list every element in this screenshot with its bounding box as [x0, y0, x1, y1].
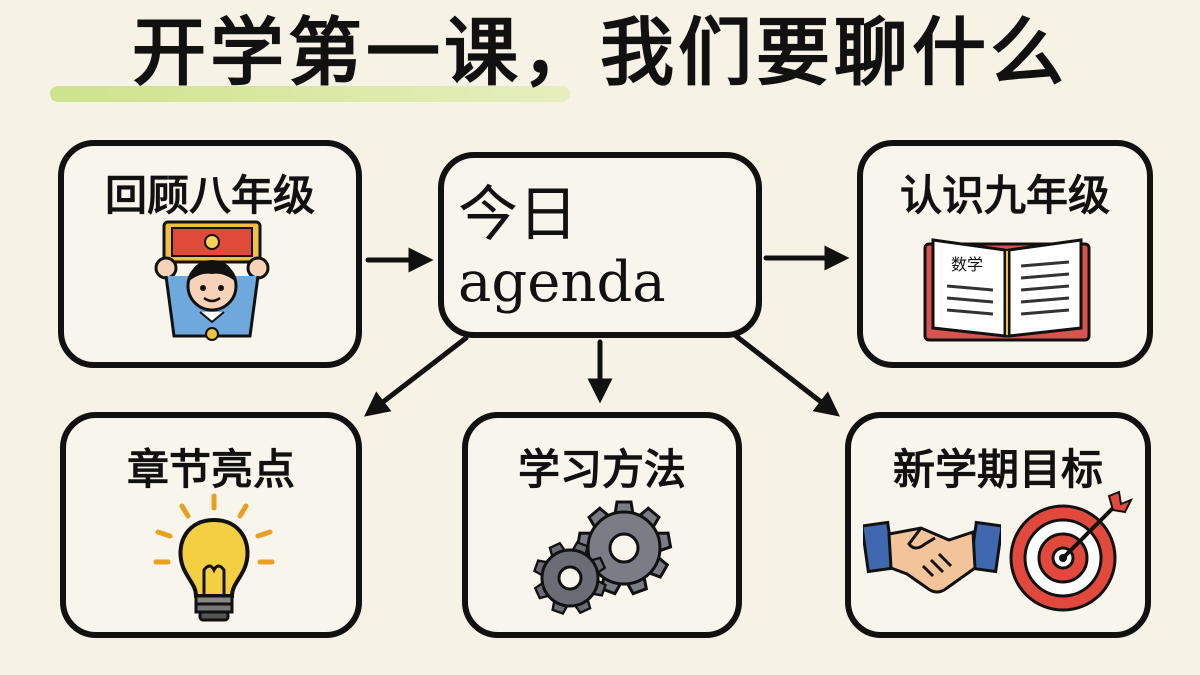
node-study-methods: 学习方法 [462, 412, 742, 638]
node-know-label: 认识九年级 [899, 171, 1110, 220]
open-book-icon: 数学 [923, 238, 1091, 342]
arrow-agenda-to-highlights [364, 335, 469, 417]
node-review-label: 回顾八年级 [104, 171, 315, 220]
target-icon [1009, 490, 1134, 612]
agenda-title-zh: 今日 [458, 180, 578, 250]
book-label: 数学 [951, 255, 983, 274]
node-semester-goals: 新学期目标 [845, 412, 1151, 638]
node-highlights-label: 章节亮点 [126, 445, 295, 494]
node-review-grade8: 回顾八年级 [58, 140, 362, 368]
page-title: 开学第一课，我们要聊什么 [132, 10, 1068, 96]
node-know-grade9: 认识九年级 数学 [857, 140, 1153, 368]
agenda-title-en: agenda [458, 250, 666, 315]
gears-icon [532, 500, 673, 616]
lightbulb-icon [153, 493, 275, 622]
child-holding-banner-icon [154, 220, 270, 341]
node-goals-label: 新学期目标 [892, 445, 1103, 494]
node-agenda-center: 今日 agenda [438, 152, 762, 338]
handshake-icon [863, 520, 1001, 594]
arrow-agenda-to-goals [733, 333, 840, 417]
node-methods-label: 学习方法 [517, 445, 686, 494]
node-chapter-highlights: 章节亮点 [60, 412, 362, 638]
title-highlight [50, 86, 570, 102]
